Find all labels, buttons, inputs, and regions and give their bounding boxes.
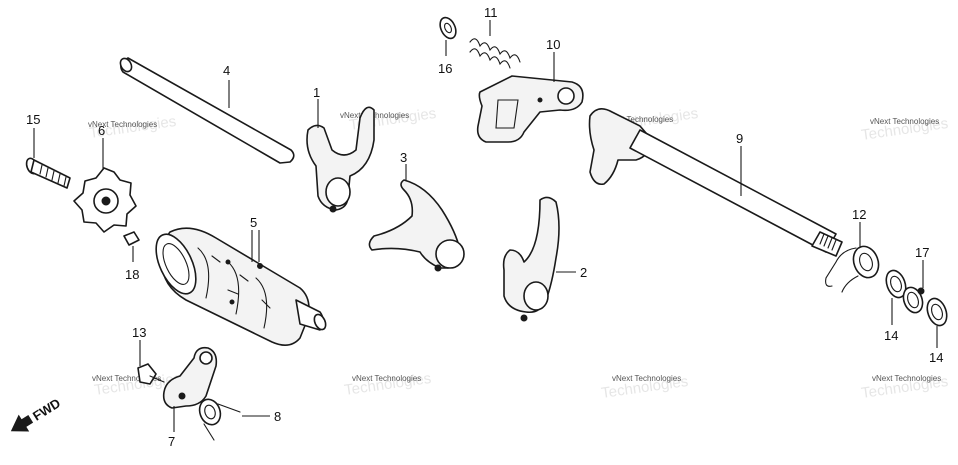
part-15-bolt xyxy=(25,157,71,189)
callout-12: 12 xyxy=(852,207,866,222)
part-3-shift-fork xyxy=(368,179,465,272)
watermark-top-mid: Technologies vNext Technologies xyxy=(340,105,437,134)
fwd-indicator: FWD xyxy=(10,395,63,432)
watermark-bottom-right: Technologies vNext Technologies xyxy=(860,373,949,402)
callout-16: 16 xyxy=(438,61,452,76)
part-8-spring xyxy=(198,398,241,441)
callout-7: 7 xyxy=(168,434,175,449)
callout-2: 2 xyxy=(580,265,587,280)
callout-11: 11 xyxy=(484,5,498,20)
callout-1: 1 xyxy=(313,85,320,100)
callout-10: 10 xyxy=(546,37,560,52)
callout-numbers: 1 2 3 4 5 6 7 8 9 10 11 12 13 14 14 15 1… xyxy=(26,5,943,449)
part-10-stopper-arm xyxy=(476,75,584,143)
watermark-text: vNext Technologies xyxy=(872,374,941,383)
part-14-washer-a xyxy=(885,269,907,299)
part-14-washer-b xyxy=(926,297,948,327)
part-9-shift-spindle xyxy=(588,108,843,257)
watermark-text: vNext Technologies xyxy=(604,115,673,124)
callout-9: 9 xyxy=(736,131,743,146)
callout-17: 17 xyxy=(915,245,929,260)
callout-8: 8 xyxy=(274,409,281,424)
part-17-circlip xyxy=(902,286,925,314)
part-13-bolt xyxy=(137,363,165,385)
watermark-text: vNext Technologies xyxy=(352,374,421,383)
fwd-label: FWD xyxy=(30,395,63,423)
callout-6: 6 xyxy=(98,123,105,138)
watermark-top-right: Technologies vNext Technologies xyxy=(860,115,949,144)
fwd-arrow-icon xyxy=(10,414,34,432)
watermark-text: vNext Technologies xyxy=(612,374,681,383)
part-12-return-spring xyxy=(825,245,880,293)
part-5-shift-drum xyxy=(155,227,327,346)
watermark-bottom-center: Technologies vNext Technologies xyxy=(600,373,689,402)
leader-lines xyxy=(33,20,938,432)
watermark-bottom-mid: Technologies vNext Technologies xyxy=(343,370,432,399)
callout-13: 13 xyxy=(132,325,146,340)
callout-14b: 14 xyxy=(929,350,943,365)
watermark-text: vNext Technologies xyxy=(92,374,161,383)
watermark-text: vNext Technologies xyxy=(870,117,939,126)
watermark-text: vNext Technologies xyxy=(88,120,157,129)
part-18-pin xyxy=(123,231,140,246)
callout-4: 4 xyxy=(223,63,230,78)
callout-14a: 14 xyxy=(884,328,898,343)
part-4-fork-shaft xyxy=(119,57,295,164)
part-6-star-plate xyxy=(73,167,137,233)
part-2-shift-fork xyxy=(502,196,560,322)
part-11-spring xyxy=(469,38,521,69)
part-1-shift-fork xyxy=(306,106,375,213)
callout-18: 18 xyxy=(125,267,139,282)
part-7-stopper-plate xyxy=(162,346,218,409)
callout-15: 15 xyxy=(26,112,40,127)
callout-3: 3 xyxy=(400,150,407,165)
callout-5: 5 xyxy=(250,215,257,230)
part-16-washer xyxy=(439,16,457,40)
